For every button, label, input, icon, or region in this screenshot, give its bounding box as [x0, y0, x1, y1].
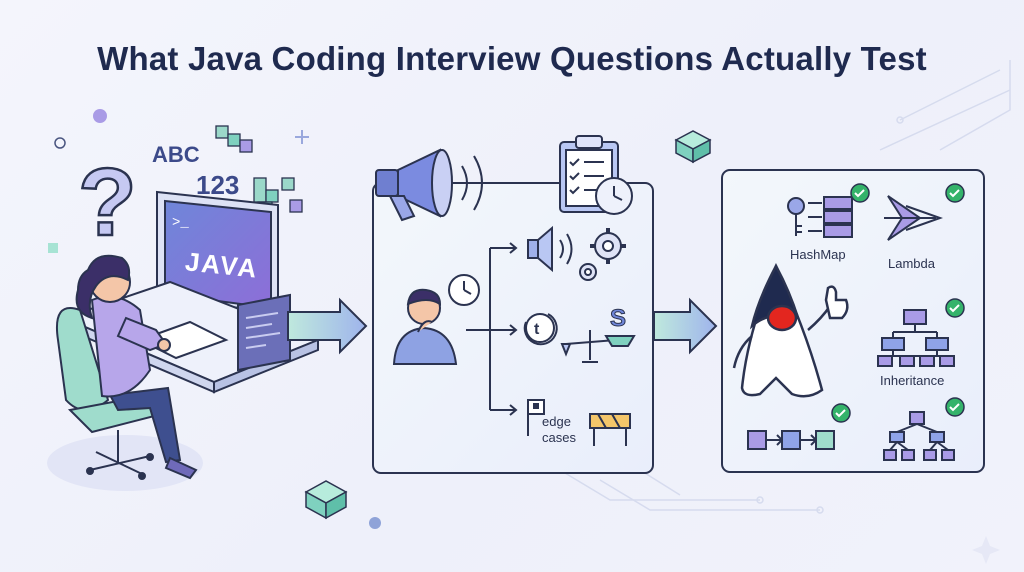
page-title: What Java Coding Interview Questions Act…: [97, 40, 927, 77]
edge-cases-label: edge cases: [542, 414, 576, 445]
inheritance-label: Inheritance: [880, 373, 945, 388]
circuit-lines: [559, 60, 1011, 514]
decor-dot: [54, 137, 66, 149]
lambda-icon: [884, 195, 944, 241]
right-panel: [721, 169, 985, 473]
flow-arrow-2: [653, 297, 718, 355]
lambda-label: Lambda: [888, 256, 935, 271]
speaker-icon: [527, 225, 573, 273]
tree-structure-icon: [883, 411, 955, 461]
svg-text:t: t: [534, 321, 540, 338]
clock-icon: [448, 274, 480, 306]
gears-icon: [579, 228, 626, 281]
check-badge-icon: [945, 397, 965, 417]
hashmap-icon: [787, 196, 853, 238]
cube-icon: [304, 480, 348, 520]
flow-boxes-icon: [747, 430, 835, 450]
java-duke-mascot: [732, 262, 849, 398]
svg-text:S: S: [610, 305, 626, 332]
sparkle-icon: [972, 536, 1000, 564]
decor-dot: [93, 109, 107, 123]
developer-person: [47, 254, 203, 491]
prompt-symbol: >_: [172, 215, 189, 231]
flow-arrow-1: [287, 297, 368, 355]
cube-icon: [674, 130, 712, 164]
time-complexity-icon: t: [523, 313, 558, 346]
plus-icon: [295, 130, 309, 144]
abc-letters: ABC: [152, 142, 200, 167]
edge-flag-icon: [527, 399, 545, 436]
check-badge-icon: [850, 183, 870, 203]
space-balance-icon: S: [560, 305, 636, 363]
megaphone-icon: [375, 148, 483, 222]
decor-dot: [369, 517, 381, 529]
check-badge-icon: [945, 183, 965, 203]
hashmap-label: HashMap: [790, 247, 846, 262]
checklist-clipboard-icon: [559, 135, 633, 215]
barrier-icon: [589, 413, 631, 446]
inheritance-tree-icon: [877, 309, 955, 367]
check-badge-icon: [945, 298, 965, 318]
number-digits: 123: [196, 170, 240, 200]
question-mark-icon: ?: [77, 148, 138, 258]
check-badge-icon: [831, 403, 851, 423]
branch-connectors: [466, 242, 518, 416]
decor-square: [48, 243, 58, 253]
thinking-person-icon: [392, 288, 458, 365]
code-card: [237, 293, 291, 372]
svg-text:?: ?: [78, 149, 137, 256]
